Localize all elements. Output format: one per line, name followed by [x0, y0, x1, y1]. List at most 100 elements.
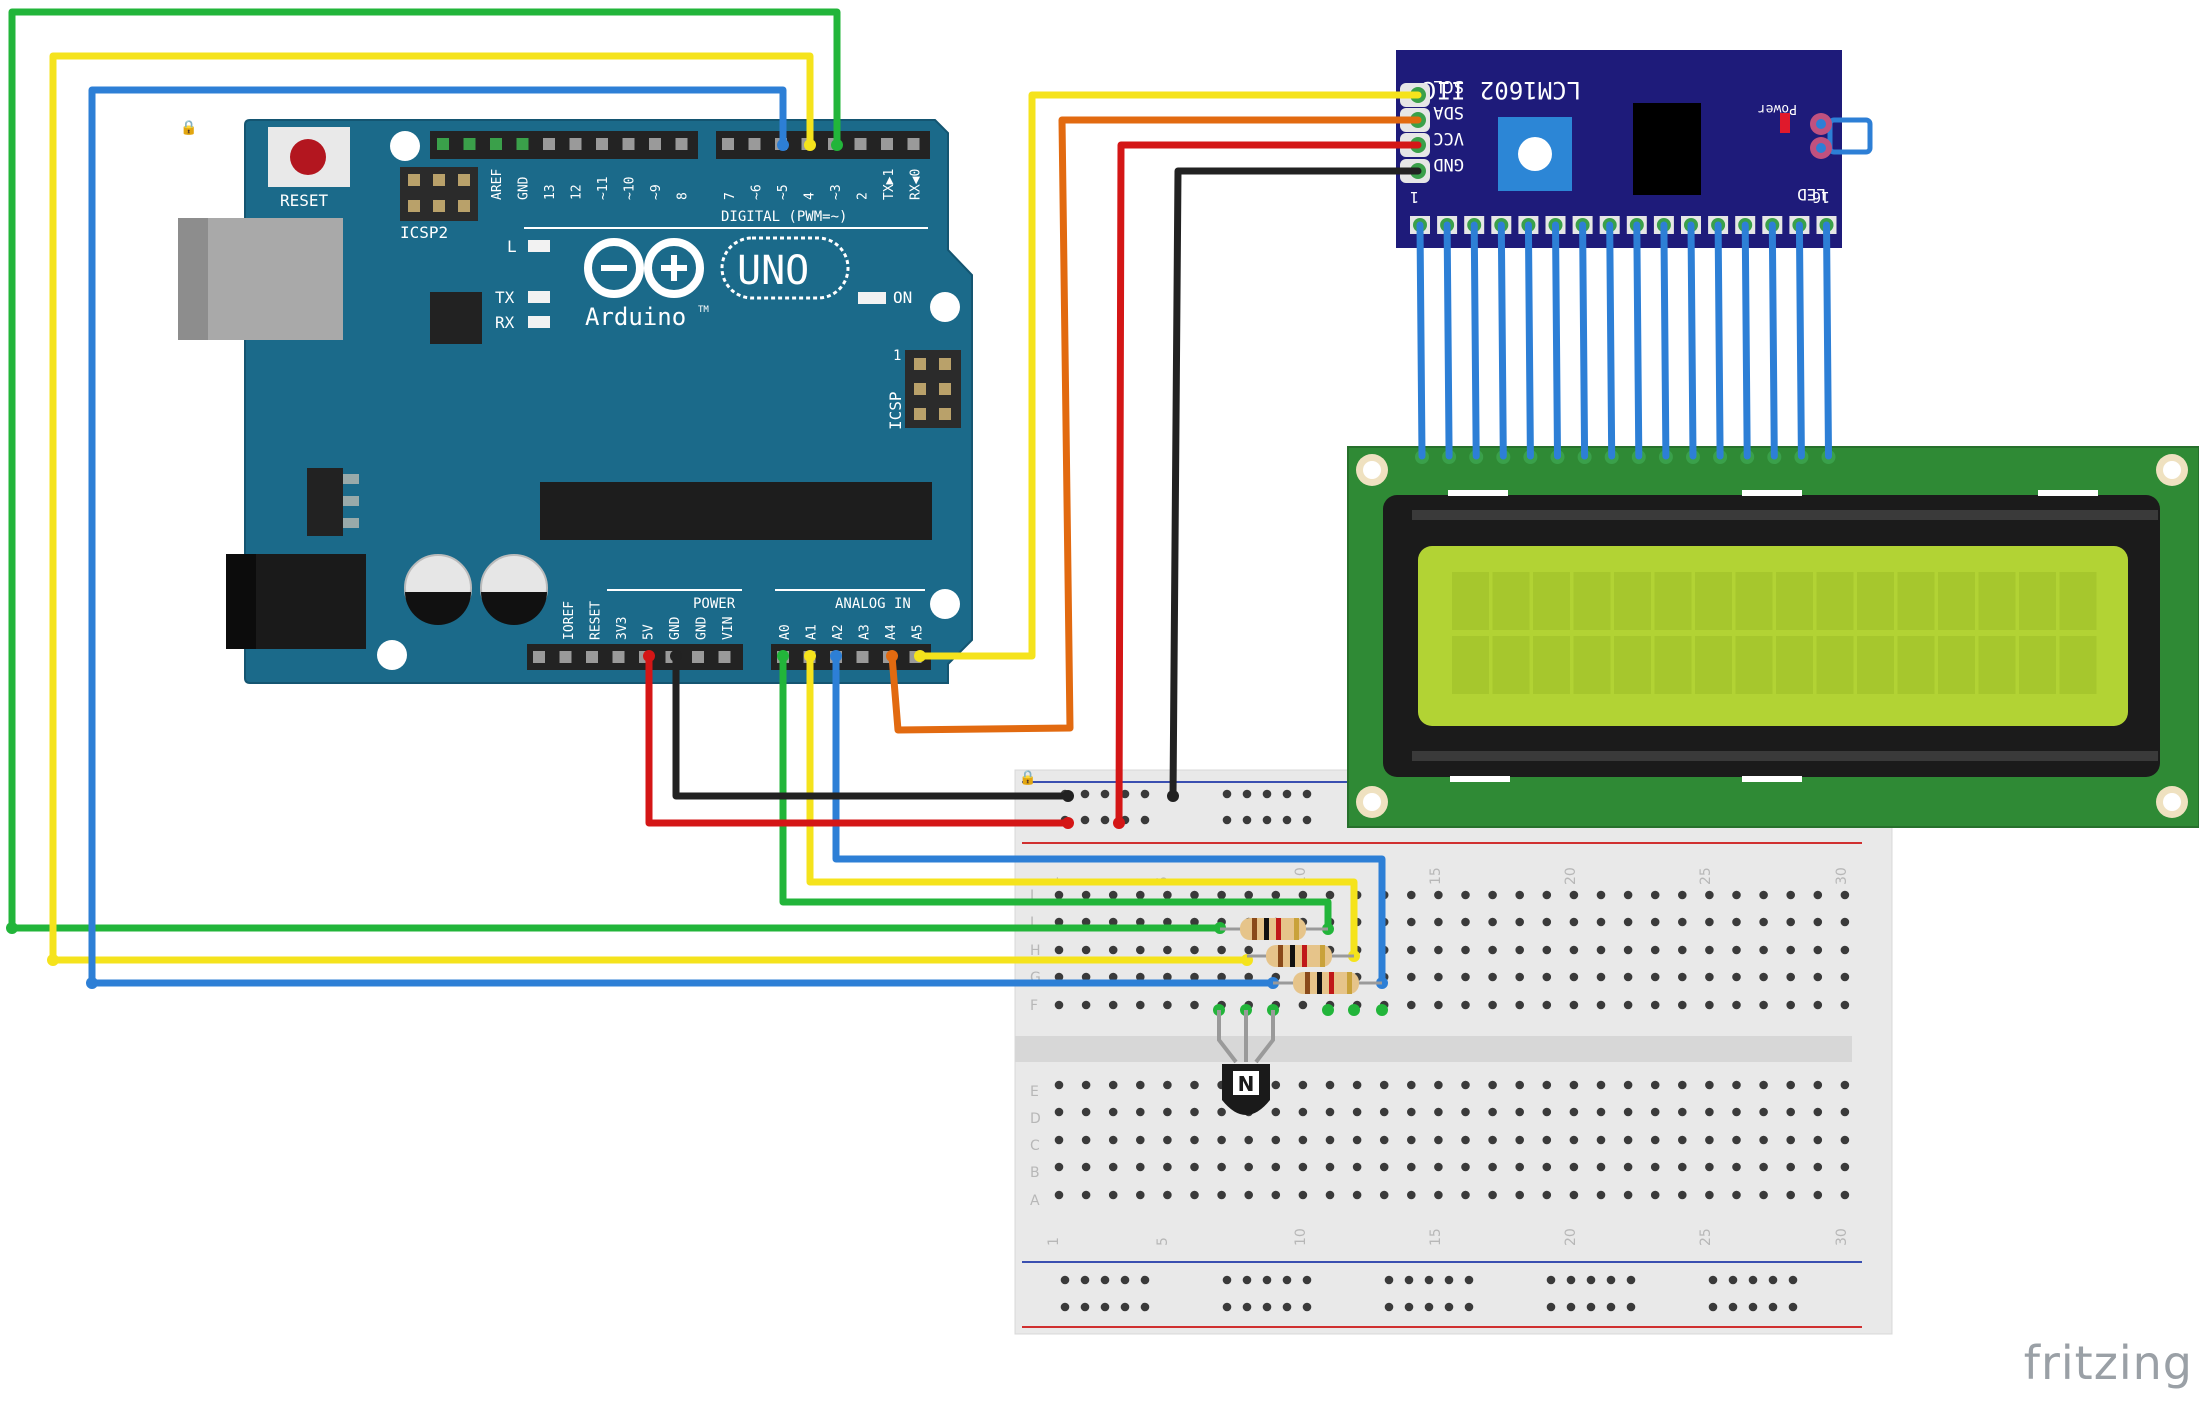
breadboard-hole [1325, 890, 1335, 900]
wire-green-pin3-to-breadboard[interactable] [8, 8, 1224, 932]
wire-yellow-scl[interactable] [916, 91, 1422, 660]
resistor-3[interactable] [1273, 972, 1382, 994]
breadboard-hole [1678, 890, 1687, 900]
ribbon-wire [1579, 221, 1589, 460]
resistor-2[interactable] [1247, 945, 1354, 967]
wire-red-5v[interactable] [645, 652, 1072, 827]
breadboard-hole [1596, 1107, 1606, 1117]
breadboard-hole [1407, 1107, 1416, 1117]
mounting-hole [930, 589, 960, 619]
breadboard-hole [1136, 945, 1145, 955]
breadboard-hole [1163, 1107, 1172, 1117]
breadboard-hole [1461, 945, 1470, 955]
column-number-25: 25 [1698, 867, 1714, 885]
rail-hole [1302, 815, 1312, 825]
pin-headers [430, 131, 931, 670]
lcd-cell [1938, 636, 1975, 694]
wire-blue-a2[interactable] [832, 652, 1386, 987]
breadboard-hole [1190, 1190, 1199, 1200]
breadboard-hole [1081, 1162, 1091, 1172]
pin-label-power: IOREF [562, 601, 577, 640]
breadboard-hole [1488, 972, 1497, 982]
rail-hole [1384, 1302, 1394, 1312]
breadboard-hole [1623, 1162, 1633, 1172]
rail-hole [1424, 1302, 1434, 1312]
ribbon-wire [1768, 221, 1778, 460]
pin-label-top-left: GND [517, 176, 532, 200]
breadboard-hole [1136, 1107, 1145, 1117]
lcd-cell [1654, 636, 1692, 694]
breadboard-hole [1569, 1190, 1579, 1200]
wire-black-gnd[interactable] [672, 652, 1072, 800]
breadboard-hole [1244, 1162, 1253, 1172]
led-jumper-label: LED [1797, 185, 1826, 204]
column-number-5-bottom: 5 [1155, 1237, 1171, 1246]
breadboard-hole [1678, 1000, 1687, 1010]
wire-green-a0[interactable] [779, 652, 1332, 933]
breadboard-hole [1054, 890, 1064, 900]
breadboard-hole [1705, 1107, 1714, 1117]
rail-hole [1626, 1302, 1636, 1312]
wire-red-vcc[interactable] [1115, 141, 1422, 827]
breadboard-hole [1786, 1080, 1795, 1090]
breadboard-hole [1271, 1080, 1281, 1090]
row-letter-e: E [1030, 1084, 1039, 1100]
wire-blue-pin5-to-breadboard[interactable] [88, 86, 1277, 987]
breadboard-hole [1136, 890, 1145, 900]
pin-label-power: GND [695, 616, 710, 640]
breadboard-hole [1569, 1000, 1579, 1010]
header-pin [748, 138, 761, 150]
breadboard-hole [1650, 945, 1660, 955]
rail-hole [1586, 1302, 1596, 1312]
breadboard-hole [1569, 917, 1579, 927]
breadboard-hole [1623, 972, 1633, 982]
lcd-cell [1533, 636, 1570, 694]
pin-label-scl: SCL [1433, 76, 1464, 96]
breadboard-hole [1542, 1135, 1552, 1145]
lcd-cell [1978, 572, 2016, 630]
breadboard-hole [1217, 1190, 1226, 1200]
breadboard-hole [1488, 1135, 1497, 1145]
breadboard-hole [1678, 1162, 1687, 1172]
breadboard-hole [1732, 1190, 1741, 1200]
breadboard-hole [1054, 1190, 1064, 1200]
led-l-label: L [507, 237, 517, 256]
wire-orange-sda[interactable] [888, 116, 1422, 734]
rail-hole [1242, 815, 1252, 825]
npn-transistor[interactable]: N [1217, 1010, 1275, 1115]
wire-yellow-pin4-to-breadboard[interactable] [49, 52, 1251, 964]
wire-black-gnd-i2c[interactable] [1169, 167, 1422, 800]
resistor-1[interactable] [1220, 918, 1328, 940]
ribbon-wire [1795, 221, 1805, 460]
rail-hole [1222, 789, 1232, 799]
breadboard-hole [1081, 945, 1091, 955]
model-label: UNO [737, 248, 809, 294]
contrast-potentiometer[interactable] [1498, 117, 1572, 191]
reset-button[interactable] [268, 127, 350, 187]
breadboard-hole [1705, 890, 1714, 900]
lcd-cell [1695, 572, 1732, 630]
breadboard-hole [1813, 945, 1823, 955]
pin-label-analog: A4 [884, 624, 899, 640]
rail-hole [1768, 1302, 1778, 1312]
wire-endpoints [6, 139, 1388, 1016]
wire-yellow-a1[interactable] [806, 652, 1358, 960]
led-jumper[interactable] [1810, 113, 1873, 159]
breadboard-hole [1163, 917, 1172, 927]
breadboard-hole [1136, 972, 1145, 982]
pin-label-top-right: RX◀0 [909, 169, 924, 200]
header-top-right [716, 131, 930, 159]
wire-end [886, 650, 898, 662]
breadboard: 1 5 10 15 20 25 30 1 5 10 15 20 25 30 J … [1014, 769, 1893, 1335]
breadboard-hole [1488, 1162, 1497, 1172]
breadboard-hole [1488, 945, 1497, 955]
breadboard-hole [1488, 1000, 1497, 1010]
column-number-15: 15 [1428, 867, 1444, 885]
rail-hole [1404, 1275, 1414, 1285]
power-label: POWER [693, 596, 736, 612]
breadboard-hole [1515, 945, 1524, 955]
row-letter-c: C [1030, 1138, 1040, 1154]
wire-end [670, 650, 682, 662]
column-number-10-bottom: 10 [1293, 1228, 1309, 1246]
